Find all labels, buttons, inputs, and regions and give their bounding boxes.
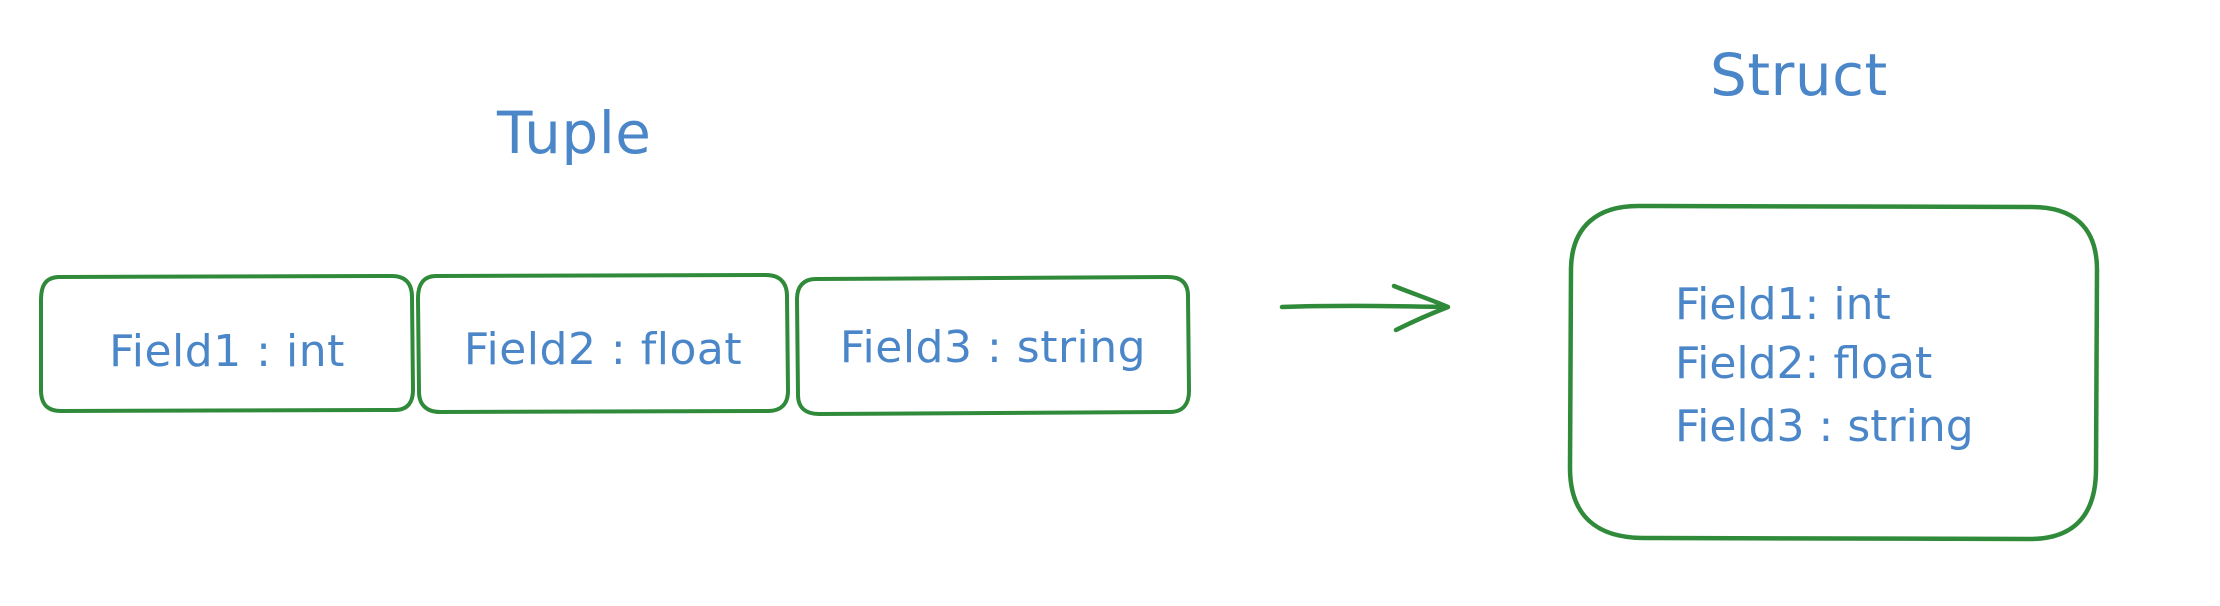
tuple-field2-box: [416, 273, 790, 414]
struct-field3-label: Field3 : string: [1675, 401, 1974, 452]
tuple-title: Tuple: [497, 99, 652, 167]
tuple-field1-box: [39, 274, 415, 413]
tuple-field2-label: Field2 : float: [463, 324, 743, 375]
tuple-field3-box: [795, 275, 1191, 416]
right-arrow-icon: [1279, 283, 1451, 333]
struct-title: Struct: [1710, 41, 1888, 109]
struct-box: [1567, 203, 2100, 542]
struct-field1-label: Field1: int: [1675, 279, 1891, 330]
tuple-field3-label: Field3 : string: [839, 322, 1147, 373]
struct-field2-label: Field2: float: [1675, 338, 1933, 389]
tuple-field1-label: Field1 : int: [109, 326, 345, 377]
